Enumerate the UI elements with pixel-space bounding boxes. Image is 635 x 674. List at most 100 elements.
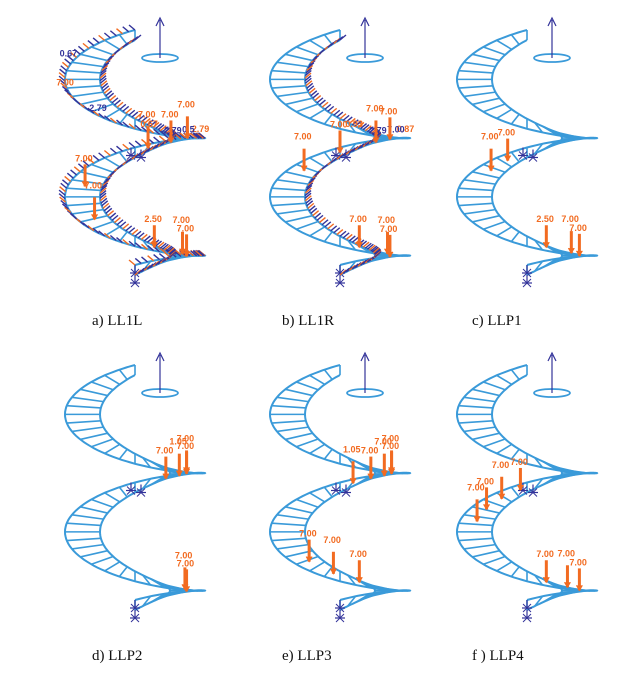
load-arrow [304,69,312,77]
stair-tread [271,84,306,89]
stair-tread [296,163,319,174]
load-arrow [111,97,119,104]
load-arrow [372,247,380,254]
load-arrow [100,184,108,191]
point-load-value: 7.00 [481,132,499,142]
load-arrow [360,259,368,266]
load-arrow [348,235,356,242]
load-arrow [128,141,136,149]
stair-tread [156,580,179,591]
load-arrow [82,160,90,167]
point-load: 7.00 [374,437,392,477]
load-arrow [134,140,142,147]
point-load: 7.00 [323,535,341,575]
stair-tread [276,91,309,98]
load-arrow [116,28,123,35]
base-support [130,275,140,288]
point-load-value: 7.00 [361,446,379,456]
load-arrow [306,64,314,71]
stair-tread [104,561,121,572]
point-load: 7.00 [557,548,575,589]
load-arrow [59,79,67,86]
load-arrow [306,82,314,89]
load-arrow [304,187,312,194]
load-arrow [304,72,312,79]
load-arrow [157,124,165,131]
stair-tread [472,171,500,179]
load-arrow [128,259,136,266]
load-arrow [103,205,111,212]
point-load: 2.50 [536,214,554,249]
load-arrow [306,200,314,207]
stair-tread [285,432,313,441]
load-arrow [66,92,74,99]
load-arrow [351,145,359,152]
stair-tread [510,566,520,578]
load-arrow [324,221,332,228]
load-arrow [304,77,312,84]
stair-tread [66,84,101,89]
load-arrow [345,116,353,123]
load-arrow [143,264,151,271]
load-arrow [327,223,335,230]
load-arrow [155,123,163,130]
load-arrow [134,257,142,264]
load-arrow [307,85,315,92]
load-arrow [134,151,142,159]
load-arrow [101,64,109,71]
point-load: 7.00 [177,99,195,140]
load-arrow [158,129,166,136]
load-arrow [153,136,161,143]
stair-tread [66,537,101,542]
load-arrow [149,262,157,269]
stair-tread [80,549,108,558]
stair-tread [142,595,152,607]
load-arrow [339,113,347,120]
stair-tread [510,231,520,243]
stair-tread [71,208,104,215]
load-arrow [339,34,347,41]
stair-tread [472,549,500,558]
stair-tread [323,151,333,163]
load-arrow [87,225,95,232]
load-arrow [92,227,100,234]
stair-tread [91,220,114,231]
load-arrow [137,114,145,121]
mid-support [136,484,146,497]
load-arrow [316,97,324,104]
load-arrow [109,95,117,102]
load-arrow [169,248,177,255]
stair-tread [541,475,558,486]
load-arrow [61,203,69,210]
load-arrow [371,246,379,253]
load-arrow [64,89,72,96]
load-arrow [351,236,359,243]
point-load: 7.00 [481,132,499,172]
load-arrow [364,125,372,132]
load-arrow [147,255,155,262]
load-arrow [305,197,313,204]
stair-tread [458,404,493,409]
load-arrow [143,235,151,242]
load-arrow [339,269,347,276]
load-arrow [98,152,106,159]
load-arrow [99,187,107,194]
point-load-value: 7.00 [349,549,367,559]
line-load-label: 7.00 [56,77,74,87]
mid-support [528,149,538,162]
load-arrow [339,151,347,159]
load-arrow [310,207,318,214]
load-arrow [73,48,81,55]
load-arrow [70,51,78,58]
stair-tread [541,257,558,269]
point-load: 7.00 [173,215,190,255]
load-arrow [345,233,353,240]
load-arrow [149,144,157,151]
stair-tread [80,388,108,397]
point-load-value: 7.00 [569,557,587,567]
stair-tread [510,34,520,45]
stair-tread [548,128,571,138]
load-arrow [368,127,376,134]
load-arrow [342,114,350,121]
